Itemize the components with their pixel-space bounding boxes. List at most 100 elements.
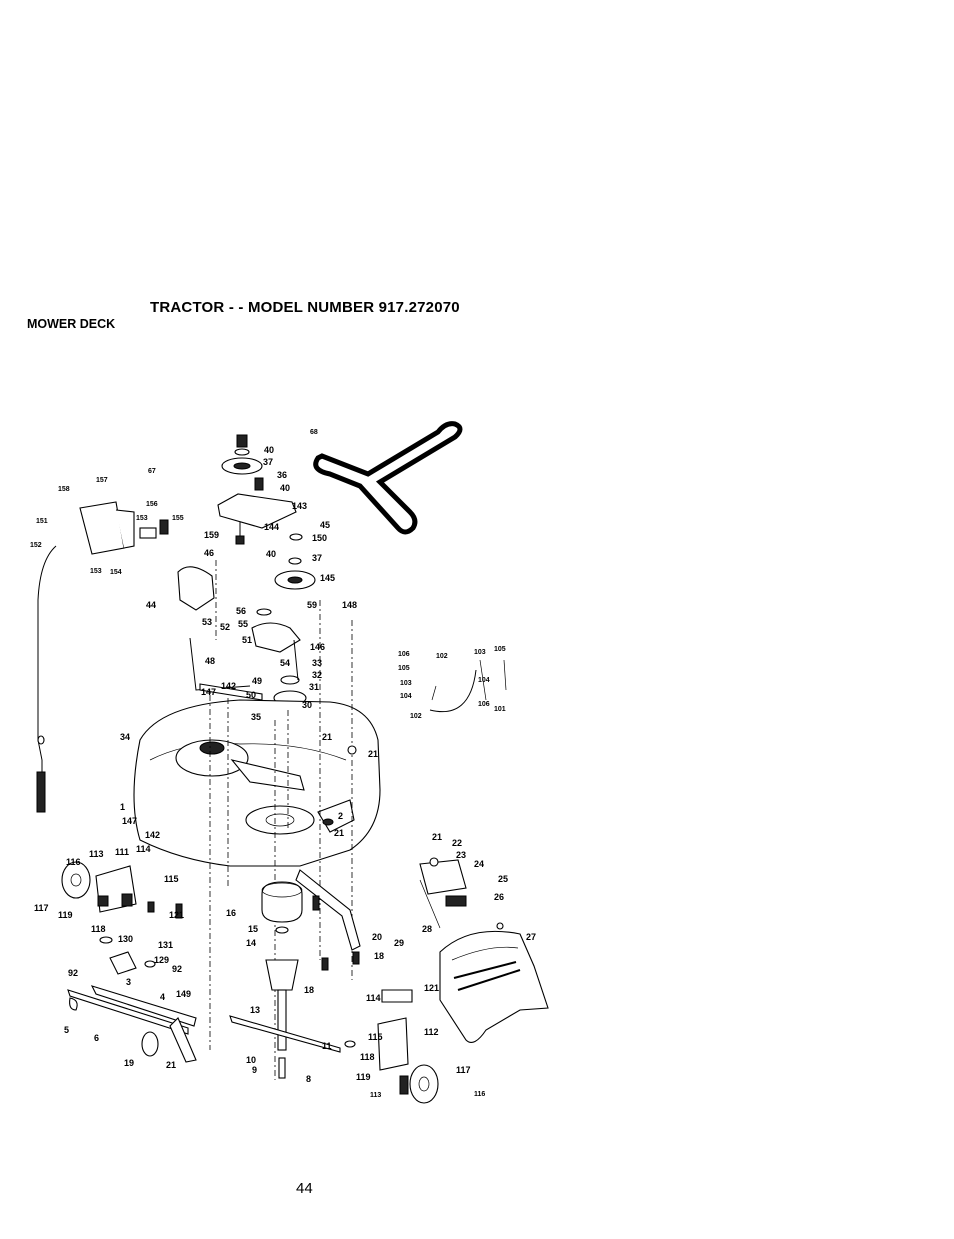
part-label-159: 159 bbox=[204, 530, 219, 540]
part-label-105: 105 bbox=[398, 665, 410, 672]
idler-pulley-assembly bbox=[217, 434, 316, 590]
part-label-27: 27 bbox=[526, 932, 536, 942]
part-label-119: 119 bbox=[356, 1072, 371, 1082]
part-label-152: 152 bbox=[30, 542, 42, 549]
part-label-119: 119 bbox=[58, 910, 73, 920]
part-label-22: 22 bbox=[452, 838, 462, 848]
part-label-50: 50 bbox=[246, 690, 256, 700]
part-label-145: 145 bbox=[320, 573, 335, 583]
part-label-154: 154 bbox=[110, 569, 122, 576]
section-title: MOWER DECK bbox=[27, 317, 116, 331]
rear-baffle-detail bbox=[429, 659, 507, 713]
part-label-9: 9 bbox=[252, 1065, 257, 1075]
part-label-68: 68 bbox=[310, 429, 318, 436]
part-label-51: 51 bbox=[242, 635, 252, 645]
part-label-55: 55 bbox=[238, 619, 248, 629]
part-label-153: 153 bbox=[90, 568, 102, 575]
part-label-32: 32 bbox=[312, 670, 322, 680]
part-label-49: 49 bbox=[252, 676, 262, 686]
part-label-150: 150 bbox=[312, 533, 327, 543]
part-label-21: 21 bbox=[334, 828, 344, 838]
part-label-92: 92 bbox=[68, 968, 78, 978]
part-label-142: 142 bbox=[221, 681, 236, 691]
part-label-35: 35 bbox=[251, 712, 261, 722]
part-label-37: 37 bbox=[312, 553, 322, 563]
gauge-wheel-assembly-right bbox=[377, 989, 439, 1104]
part-label-19: 19 bbox=[124, 1058, 134, 1068]
part-label-6: 6 bbox=[94, 1033, 99, 1043]
part-label-2: 2 bbox=[338, 811, 343, 821]
part-label-129: 129 bbox=[154, 955, 169, 965]
part-label-14: 14 bbox=[246, 938, 256, 948]
part-label-4: 4 bbox=[160, 992, 165, 1002]
part-label-106: 106 bbox=[398, 651, 410, 658]
part-label-144: 144 bbox=[264, 522, 279, 532]
part-label-103: 103 bbox=[400, 680, 412, 687]
part-label-147: 147 bbox=[201, 687, 216, 697]
part-label-116: 116 bbox=[66, 857, 81, 867]
part-label-21: 21 bbox=[166, 1060, 176, 1070]
part-label-121: 121 bbox=[424, 983, 439, 993]
part-label-45: 45 bbox=[320, 520, 330, 530]
part-label-21: 21 bbox=[368, 749, 378, 759]
part-label-46: 46 bbox=[204, 548, 214, 558]
part-label-116: 116 bbox=[474, 1091, 485, 1098]
part-label-92: 92 bbox=[172, 964, 182, 974]
part-label-106: 106 bbox=[478, 701, 490, 708]
part-label-115: 115 bbox=[368, 1032, 383, 1042]
part-label-115: 115 bbox=[164, 874, 179, 884]
part-label-56: 56 bbox=[236, 606, 246, 616]
part-label-157: 157 bbox=[96, 477, 108, 484]
part-label-118: 118 bbox=[360, 1052, 375, 1062]
part-label-143: 143 bbox=[292, 501, 307, 511]
part-label-53: 53 bbox=[202, 617, 212, 627]
part-label-121: 121 bbox=[169, 910, 184, 920]
part-label-151: 151 bbox=[36, 518, 48, 525]
part-label-16: 16 bbox=[226, 908, 236, 918]
part-label-59: 59 bbox=[307, 600, 317, 610]
part-label-114: 114 bbox=[136, 844, 151, 854]
part-label-37: 37 bbox=[263, 457, 273, 467]
part-label-23: 23 bbox=[456, 850, 466, 860]
part-label-102: 102 bbox=[410, 713, 422, 720]
part-label-36: 36 bbox=[277, 470, 287, 480]
gauge-wheel-assembly-left bbox=[61, 861, 137, 913]
mower-belt bbox=[313, 421, 463, 535]
part-label-40: 40 bbox=[280, 483, 290, 493]
part-label-155: 155 bbox=[172, 515, 184, 522]
part-label-48: 48 bbox=[205, 656, 215, 666]
part-label-33: 33 bbox=[312, 658, 322, 668]
part-label-158: 158 bbox=[58, 486, 70, 493]
part-label-147: 147 bbox=[122, 816, 137, 826]
part-label-148: 148 bbox=[342, 600, 357, 610]
part-label-156: 156 bbox=[146, 501, 158, 508]
part-label-44: 44 bbox=[146, 600, 156, 610]
part-label-67: 67 bbox=[148, 468, 156, 475]
part-label-40: 40 bbox=[264, 445, 274, 455]
part-label-15: 15 bbox=[248, 924, 258, 934]
mower-deck-housing bbox=[133, 699, 381, 867]
part-label-103: 103 bbox=[474, 649, 486, 656]
part-label-40: 40 bbox=[266, 549, 276, 559]
part-label-130: 130 bbox=[118, 934, 133, 944]
part-label-28: 28 bbox=[422, 924, 432, 934]
front-bracket-linkage bbox=[67, 951, 197, 1063]
hardware-items bbox=[99, 745, 504, 1057]
part-label-29: 29 bbox=[394, 938, 404, 948]
part-label-112: 112 bbox=[424, 1027, 439, 1037]
control-cable bbox=[36, 545, 57, 813]
lift-arm bbox=[295, 869, 361, 951]
part-label-117: 117 bbox=[34, 903, 49, 913]
part-label-113: 113 bbox=[89, 849, 104, 859]
part-label-10: 10 bbox=[246, 1055, 256, 1065]
part-label-153: 153 bbox=[136, 515, 148, 522]
part-label-117: 117 bbox=[456, 1065, 471, 1075]
part-label-24: 24 bbox=[474, 859, 484, 869]
part-label-104: 104 bbox=[400, 693, 412, 700]
part-label-34: 34 bbox=[120, 732, 130, 742]
part-label-5: 5 bbox=[64, 1025, 69, 1035]
part-label-111: 111 bbox=[115, 847, 129, 857]
part-label-11: 11 bbox=[322, 1041, 332, 1051]
